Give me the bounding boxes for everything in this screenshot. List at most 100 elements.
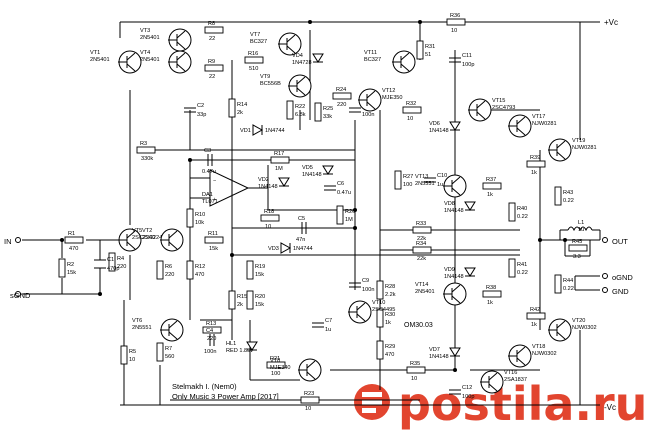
ref-label: VT9 — [260, 74, 270, 80]
type-label: TL071 — [202, 199, 218, 205]
ref-label: R34 — [416, 241, 426, 247]
ref-label: C6 — [337, 181, 344, 187]
value-label: 10 — [407, 116, 413, 122]
type-label: 2N5401 — [90, 57, 110, 63]
ref-label: VD5 — [302, 165, 313, 171]
inductor-l1 — [559, 226, 601, 240]
out-terminal[interactable] — [602, 237, 608, 243]
type-label: BC327 — [250, 39, 267, 45]
type-label: 1u — [578, 227, 584, 233]
type-label: BC556B — [260, 81, 281, 87]
out-label: OUT — [612, 237, 628, 246]
ref-label: R40 — [517, 206, 527, 212]
ref-label: R43 — [563, 190, 573, 196]
value-label: 0.47u — [337, 190, 351, 196]
ref-label: VT17 — [532, 114, 545, 120]
ref-label: R31 — [425, 44, 435, 50]
capacitor-c2: C2 33p — [184, 103, 206, 118]
type-label: 1N4148 — [444, 208, 464, 214]
value-label: 10 — [451, 28, 457, 34]
ref-label: VT5 — [132, 228, 142, 234]
ogx-label: oGND — [612, 273, 633, 282]
ref-label: VD7 — [429, 347, 440, 353]
watermark-text: postila.ru — [398, 377, 647, 431]
ref-label: R4 — [117, 256, 124, 262]
value-label: 100p — [462, 62, 474, 68]
ref-label: R19 — [255, 264, 265, 270]
ref-label: VT10 — [372, 300, 385, 306]
value-label: 10 — [129, 357, 135, 363]
ref-label: VD6 — [429, 121, 440, 127]
ref-label: VD9 — [444, 267, 455, 273]
ref-label: C5 — [298, 216, 305, 222]
type-label: 2SC4793 — [492, 105, 515, 111]
ref-label: VT1 — [90, 50, 100, 56]
value-label: 100n — [362, 112, 374, 118]
ref-label: R17 — [274, 151, 284, 157]
value-label: 10k — [195, 220, 204, 226]
type-label: 1N4148 — [444, 274, 464, 280]
ref-label: VT14 — [415, 282, 428, 288]
ogx-terminal[interactable] — [602, 273, 608, 279]
value-label: 1k — [531, 322, 537, 328]
capacitor-c3: C30.47u — [202, 148, 216, 175]
value-label: 1u — [325, 327, 331, 333]
value-label: 10 — [265, 224, 271, 230]
ref-label: C2 — [197, 103, 204, 109]
value-label: 220 — [117, 264, 126, 270]
ref-label: R1 — [68, 231, 75, 237]
ref-label: VT2 — [142, 228, 152, 234]
junctions — [60, 20, 567, 372]
value-label: 6.8k — [295, 112, 306, 118]
type-label: 2SC2240 — [132, 235, 155, 241]
rail-pos-label: +Vc — [604, 18, 618, 27]
value-label: 100 — [271, 371, 280, 377]
ref-label: VT12 — [382, 88, 395, 94]
ref-label: R18 — [264, 209, 274, 215]
value-label: 470 — [385, 352, 394, 358]
value-label: 22k — [417, 256, 426, 262]
value-label: 100p — [462, 394, 474, 400]
type-label: MJE340 — [270, 365, 291, 371]
output-wiring — [539, 22, 600, 405]
value-label: 470p — [107, 266, 119, 272]
value-label: 22 — [209, 74, 215, 80]
in-terminal[interactable] — [15, 237, 21, 243]
value-label: 33p — [197, 112, 206, 118]
ref-label: R12 — [195, 264, 205, 270]
gnd-terminal[interactable] — [602, 287, 608, 293]
capacitor-layer: C1470pC233pC30.47uC4100nC547nC60.47uC71u… — [107, 53, 474, 400]
ref-label: R39 — [530, 155, 540, 161]
ref-label: VT15 — [492, 98, 505, 104]
type-label: NJW0302 — [532, 351, 557, 357]
type-label: NJW0281 — [572, 145, 597, 151]
value-label: 0.22 — [563, 198, 574, 204]
type-label: 1N4148 — [429, 354, 449, 360]
type-label: 2N5401 — [415, 289, 435, 295]
sgnd-terminal[interactable] — [15, 291, 21, 297]
ref-label: R10 — [195, 212, 205, 218]
